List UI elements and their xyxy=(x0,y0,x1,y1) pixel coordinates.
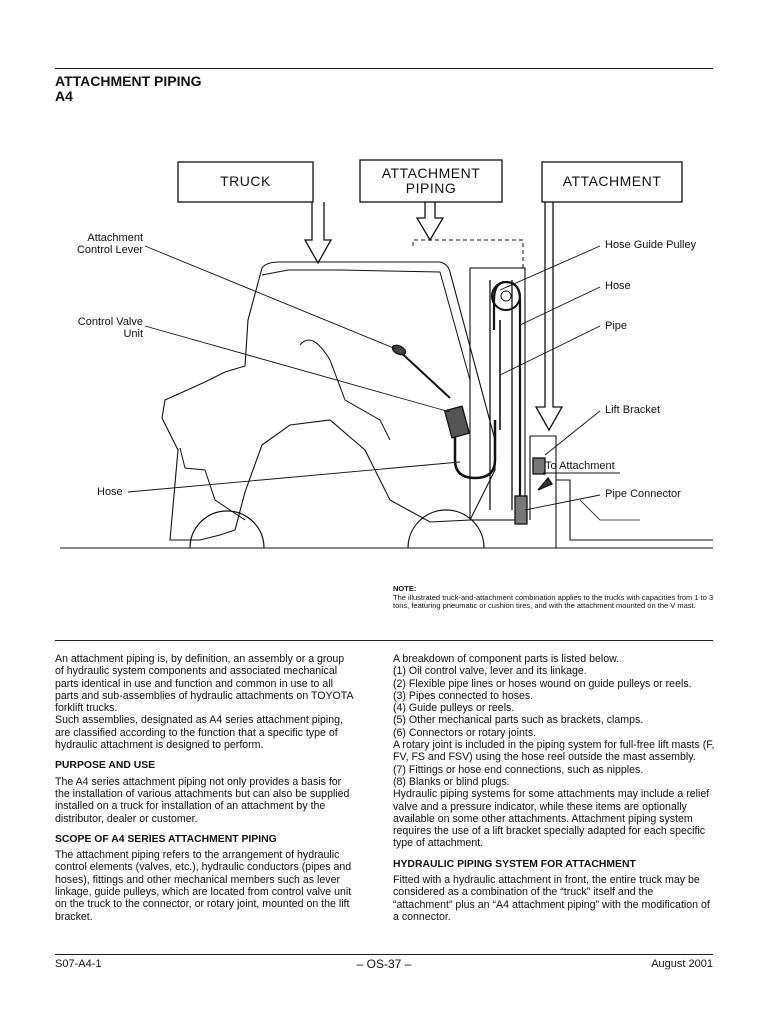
hose-up xyxy=(492,280,522,500)
system-paragraph: Fitted with a hydraulic attachment in fr… xyxy=(393,874,710,923)
label-attachment-control-lever: Attachment Control Lever xyxy=(40,232,143,256)
truck-cab-inner xyxy=(261,269,471,381)
attachment-arrow xyxy=(534,202,564,432)
list-line: (5) Other mechanical parts such as brack… xyxy=(393,714,644,727)
fork-detail xyxy=(579,499,640,521)
label-valve-line-2: Unit xyxy=(123,328,143,340)
footer-right: August 2001 xyxy=(651,958,713,970)
control-lever xyxy=(394,346,451,399)
note-text: The illustrated truck-and-attachment com… xyxy=(393,592,714,610)
scope-paragraph: The attachment piping refers to the arra… xyxy=(55,849,352,923)
middle-rule xyxy=(55,640,713,641)
leader-hose-guide-pulley xyxy=(499,245,601,291)
truck-box-label: TRUCK xyxy=(220,173,271,189)
front-wheel xyxy=(407,509,485,549)
truck-body xyxy=(161,261,496,541)
title-line-1: ATTACHMENT PIPING xyxy=(55,73,202,89)
rotary-paragraph: A rotary joint is included in the piping… xyxy=(393,739,715,764)
attachment-piping-box xyxy=(359,159,503,203)
attachment-box xyxy=(541,161,683,203)
lift-bracket xyxy=(529,435,557,548)
leader-pipe xyxy=(499,325,601,376)
leader-control-valve xyxy=(144,325,451,413)
heading-purpose: PURPOSE AND USE xyxy=(55,760,156,772)
intro-paragraph: An attachment piping is, by definition, … xyxy=(55,653,353,715)
attachment-box-label: ATTACHMENT xyxy=(562,173,662,189)
label-pipe-connector: Pipe Connector xyxy=(605,488,681,500)
label-control-lever-line-2: Control Lever xyxy=(76,244,143,256)
control-valve xyxy=(443,405,471,439)
rear-wheel xyxy=(189,510,265,549)
label-hose-right: Hose xyxy=(605,280,631,292)
label-hose-guide-pulley: Hose Guide Pulley xyxy=(605,239,697,251)
label-valve-line-1: Control Valve xyxy=(77,316,143,328)
piping-label-line-2: PIPING xyxy=(405,180,457,196)
list-line: (3) Pipes connected to hoses. xyxy=(393,689,534,702)
forklift-piping-diagram xyxy=(60,159,713,549)
leader-lift-bracket xyxy=(544,410,601,456)
bottom-rule xyxy=(55,954,713,955)
truck-box xyxy=(177,161,314,203)
heading-scope: SCOPE OF A4 SERIES ATTACHMENT PIPING xyxy=(55,833,277,845)
page-title: ATTACHMENT PIPING A4 xyxy=(55,74,201,104)
hose-loop xyxy=(453,420,497,480)
attachment-arrow-small xyxy=(537,476,553,491)
leader-hose-right xyxy=(519,286,601,326)
list-line: (7) Fittings or hose end connections, su… xyxy=(393,763,644,776)
label-control-valve-unit: Control Valve Unit xyxy=(40,316,143,340)
list-line: (6) Connectors or rotary joints. xyxy=(393,726,537,739)
piping-label-line-1: ATTACHMENT xyxy=(381,165,481,181)
attachment-piping-box-label: ATTACHMENT PIPING xyxy=(360,166,502,196)
footer-left: S07-A4-1 xyxy=(55,958,102,970)
diagram-note: NOTE: The illustrated truck-and-attachme… xyxy=(393,584,723,611)
label-lift-bracket: Lift Bracket xyxy=(605,404,661,416)
label-pipe: Pipe xyxy=(605,320,628,332)
label-to-attachment: To Attachment xyxy=(545,460,615,472)
truck-seat xyxy=(299,339,391,441)
label-control-lever-line-1: Attachment xyxy=(87,232,143,244)
title-line-2: A4 xyxy=(55,88,73,104)
fork xyxy=(556,479,713,541)
truck-arrow xyxy=(303,202,333,265)
piping-arrow xyxy=(415,202,445,242)
right-column: A breakdown of component parts is listed… xyxy=(393,653,715,923)
purpose-paragraph: The A4 series attachment piping not only… xyxy=(55,775,350,825)
left-column: An attachment piping is, by definition, … xyxy=(55,653,355,923)
label-hose-left: Hose xyxy=(97,486,123,498)
leader-hose-left xyxy=(127,461,461,493)
intro-paragraph-2: Such assemblies, designated as A4 series… xyxy=(55,714,343,752)
truck-hood xyxy=(179,447,246,521)
heading-hydraulic-system: HYDRAULIC PIPING SYSTEM FOR ATTACHMENT xyxy=(393,858,636,870)
top-rule xyxy=(55,68,713,69)
list-line: (8) Blanks or blind plugs. xyxy=(393,775,510,788)
note-heading: NOTE: xyxy=(393,584,417,593)
leader-control-lever xyxy=(144,245,397,350)
list-line: (4) Guide pulleys or reels. xyxy=(393,702,515,715)
list-line: (2) Flexible pipe lines or hoses wound o… xyxy=(393,677,692,690)
piping-dashed-outline xyxy=(412,239,524,268)
leader-pipe-connector xyxy=(524,494,601,511)
list-line: A breakdown of component parts is listed… xyxy=(393,653,620,665)
to-attachment-fitting xyxy=(532,457,546,475)
mast-outer xyxy=(469,267,526,521)
hydraulic-paragraph: Hydraulic piping systems for some attach… xyxy=(393,788,710,850)
footer-center: – OS-37 – xyxy=(356,957,412,971)
list-line: (1) Oil control valve, lever and its lin… xyxy=(393,665,587,678)
